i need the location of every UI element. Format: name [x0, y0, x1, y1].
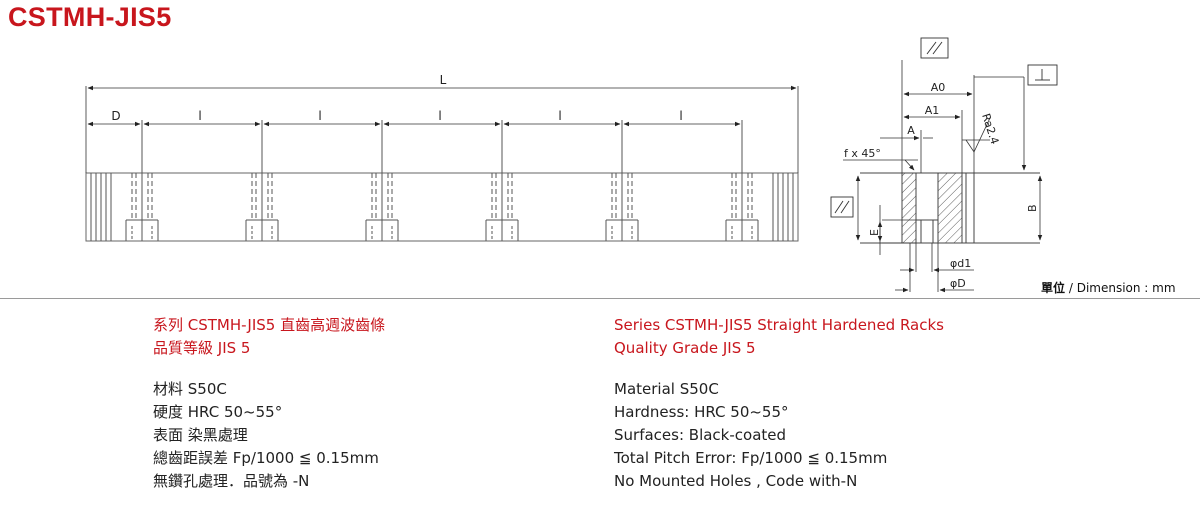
gdt-symbols [830, 37, 1058, 218]
page-title: CSTMH-JIS5 [8, 2, 172, 32]
holes-en: No Mounted Holes , Code with-N [614, 472, 858, 490]
mounting-holes [125, 120, 759, 241]
label-D: D [111, 109, 120, 123]
label-pitch-1: l [198, 109, 201, 123]
label-pitch-5: l [679, 109, 682, 123]
label-E: E [868, 229, 881, 236]
label-A: A [907, 124, 915, 137]
mounting-hole-1 [125, 120, 159, 241]
surface-en: Surfaces: Black-coated [614, 426, 787, 444]
label-Ra: Ra2.4 [979, 112, 1001, 146]
material-en: Material S50C [614, 380, 719, 398]
spec-english: Series CSTMH-JIS5 Straight Hardened Rack… [614, 314, 944, 493]
mounting-hole-6 [725, 120, 759, 241]
hardness-en: Hardness: HRC 50~55° [614, 403, 789, 421]
mounting-hole-3 [365, 120, 399, 241]
label-A1: A1 [925, 104, 940, 117]
quality-grade-en: Quality Grade JIS 5 [614, 339, 756, 357]
mounting-hole-4 [485, 120, 519, 241]
label-chamfer: f x 45° [844, 147, 881, 160]
divider [0, 298, 1200, 299]
technical-drawing: L D l l l l l [85, 37, 1058, 293]
label-pitch-4: l [558, 109, 561, 123]
holes-zh: 無鑽孔處理．品號為 -N [153, 472, 310, 490]
dimension-L [85, 85, 799, 173]
mounting-hole-5 [605, 120, 639, 241]
rack-side-view [860, 172, 1040, 244]
pitch-error-en: Total Pitch Error: Fp/1000 ≦ 0.15mm [614, 449, 888, 467]
rack-front-view [85, 172, 799, 242]
label-pitch-3: l [438, 109, 441, 123]
series-title-en: Series CSTMH-JIS5 Straight Hardened Rack… [614, 316, 944, 334]
surface-zh: 表面 染黑處理 [153, 426, 248, 444]
label-pitch-2: l [318, 109, 321, 123]
pitch-error-zh: 總齒距誤差 Fp/1000 ≦ 0.15mm [153, 449, 379, 467]
series-title-zh: 系列 CSTMH-JIS5 直齒高週波齒條 [153, 316, 386, 334]
quality-grade-zh: 品質等級 JIS 5 [153, 339, 251, 357]
dimension-unit: 單位 / Dimension : mm [1041, 279, 1176, 296]
material-zh: 材料 S50C [153, 380, 227, 398]
side-dimensions [843, 60, 1043, 293]
label-Dhole: φD [950, 277, 966, 290]
unit-zh: 單位 [1041, 281, 1066, 295]
mounting-hole-2 [245, 120, 279, 241]
label-A0: A0 [931, 81, 946, 94]
hardness-zh: 硬度 HRC 50~55° [153, 403, 283, 421]
label-L: L [440, 73, 447, 87]
spec-chinese: 系列 CSTMH-JIS5 直齒高週波齒條 品質等級 JIS 5 材料 S50C… [153, 314, 385, 493]
label-B: B [1026, 204, 1039, 212]
label-d1: φd1 [950, 257, 971, 270]
unit-en: / Dimension : mm [1068, 281, 1176, 295]
